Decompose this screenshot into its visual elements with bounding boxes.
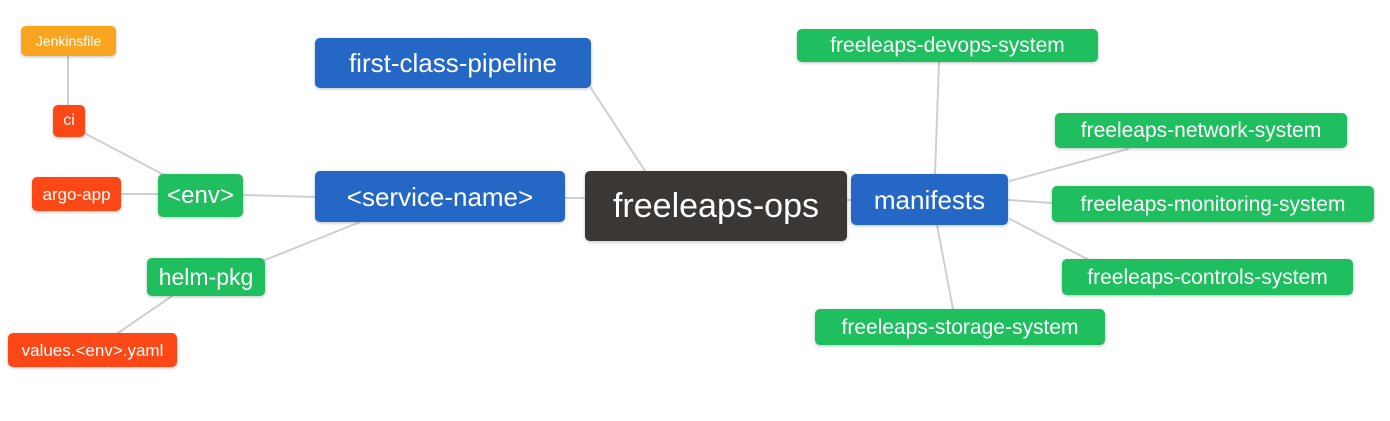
node-helm-pkg[interactable]: helm-pkg [147,258,265,296]
node-freeleaps-monitoring-system[interactable]: freeleaps-monitoring-system [1052,186,1374,222]
node-jenkinsfile[interactable]: Jenkinsfile [21,26,116,56]
node-freeleaps-storage-system[interactable]: freeleaps-storage-system [815,309,1105,345]
edge-manifests-network-system [1009,148,1129,182]
edge-manifests-storage-system [936,224,954,310]
node-first-class-pipeline[interactable]: first-class-pipeline [315,38,591,88]
node-ci[interactable]: ci [53,105,85,137]
edge-values-yaml-helm-pkg [117,295,173,334]
edge-ci-env [83,132,169,178]
node-service-name[interactable]: <service-name> [315,171,565,222]
node-env[interactable]: <env> [158,174,243,217]
node-freeleaps-ops-root[interactable]: freeleaps-ops [585,171,847,241]
node-freeleaps-devops-system[interactable]: freeleaps-devops-system [797,29,1098,62]
edge-first-class-pipeline-root [590,87,646,172]
edge-env-service-name [242,194,316,198]
node-argo-app[interactable]: argo-app [32,177,121,211]
node-freeleaps-controls-system[interactable]: freeleaps-controls-system [1062,259,1353,295]
node-freeleaps-network-system[interactable]: freeleaps-network-system [1055,113,1347,148]
edge-helm-pkg-service-name [264,221,361,261]
edge-manifests-monitoring-system [1007,199,1053,204]
node-values-env-yaml[interactable]: values.<env>.yaml [8,333,177,367]
node-manifests[interactable]: manifests [851,174,1008,225]
edge-manifests-controls-system [1009,218,1088,260]
edge-manifests-devops-system [934,61,940,175]
